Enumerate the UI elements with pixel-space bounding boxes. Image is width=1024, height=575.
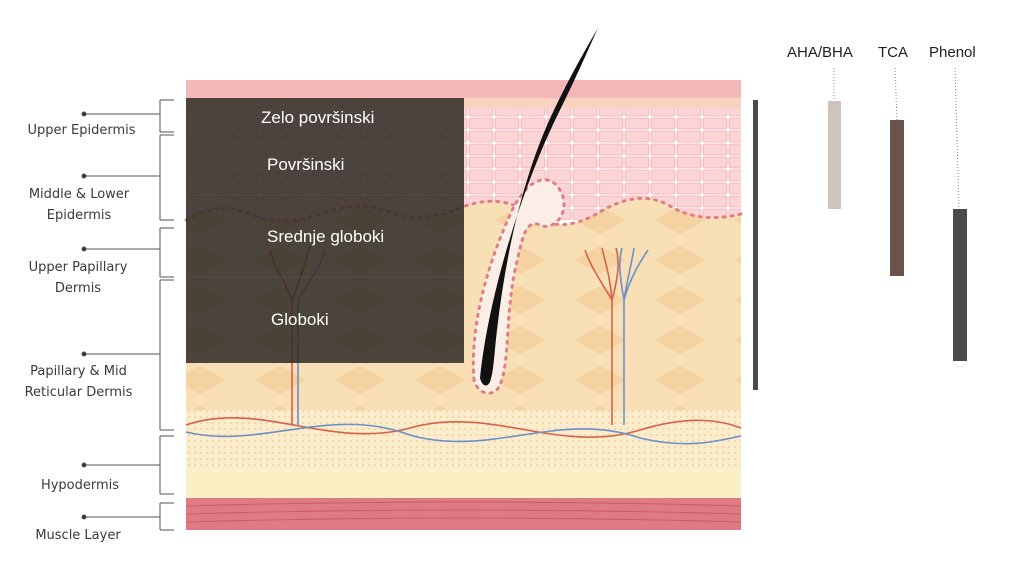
label-muscle-layer: Muscle Layer	[35, 528, 121, 543]
muscle-layer	[186, 498, 741, 530]
depth-scale-bar	[753, 100, 758, 390]
layer-brackets	[81, 99, 174, 531]
muscle-fibers	[185, 501, 742, 523]
peel-bars	[828, 67, 967, 361]
capillary-artery-right	[584, 247, 619, 425]
zone-superficial: Površinski	[267, 155, 345, 174]
skin-cross-section	[184, 28, 743, 530]
zone-very-superficial: Zelo površinski	[261, 108, 375, 127]
depth-overlay	[186, 98, 464, 363]
label-middle-lower-epidermis: Middle & Lower Epidermis	[28, 187, 130, 223]
label-upper-papillary-dermis: Upper Papillary Dermis	[28, 260, 128, 296]
peel-bar-phenol	[953, 209, 967, 361]
capillary-vein-right	[619, 247, 649, 425]
zone-medium-deep: Srednje globoki	[267, 227, 385, 246]
label-upper-epidermis: Upper Epidermis	[27, 123, 136, 138]
hypodermis	[186, 410, 741, 470]
hair-shaft	[480, 28, 598, 386]
peel-bar-tca	[890, 120, 904, 276]
peel-label-tca: TCA	[878, 44, 908, 61]
label-papillary-mid-reticular-dermis: Papillary & Mid Reticular Dermis	[24, 364, 133, 400]
peel-leader-phenol	[954, 67, 960, 210]
label-hypodermis: Hypodermis	[40, 478, 120, 493]
vein-line	[185, 423, 742, 445]
hypodermis-fat	[186, 470, 741, 498]
peel-label-aha-bha: AHA/BHA	[787, 44, 853, 61]
artery-line	[185, 417, 742, 438]
stratum-corneum	[186, 80, 741, 98]
peel-leader-tca	[894, 67, 898, 121]
zone-deep: Globoki	[271, 310, 329, 329]
hair-follicle	[471, 178, 566, 395]
peel-label-phenol: Phenol	[929, 44, 976, 61]
peel-bar-aha	[828, 101, 841, 209]
